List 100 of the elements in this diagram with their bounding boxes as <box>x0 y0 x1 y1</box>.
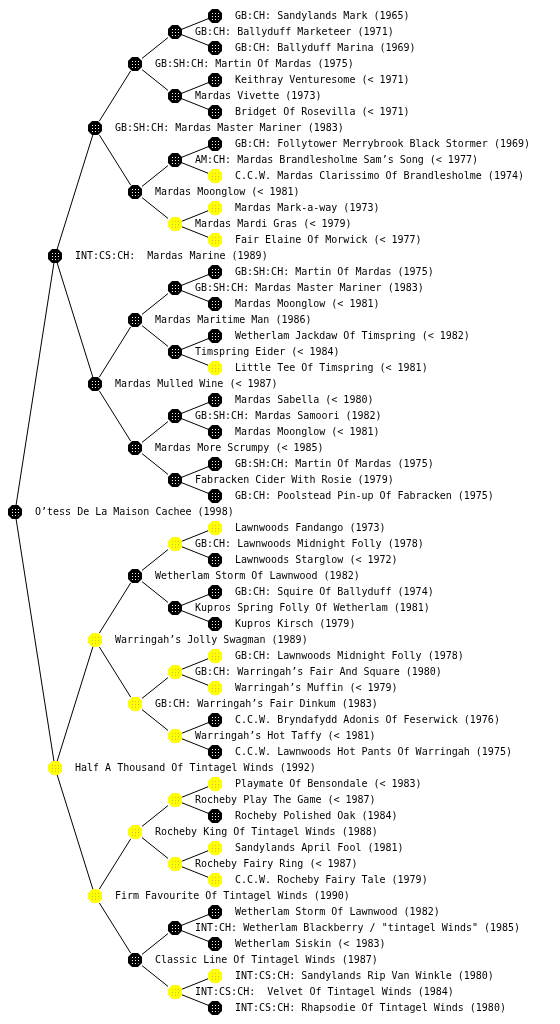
node-marker <box>168 217 182 231</box>
pedigree-name-text: Mardas Sabella (< 1980) <box>235 394 374 406</box>
node-marker <box>208 329 222 343</box>
connector-line <box>181 210 209 222</box>
pedigree-name-text: Rocheby Play The Game (< 1987) <box>195 794 376 806</box>
connector-line <box>181 34 209 46</box>
pedigree-name-text: GB:CH: Warringah’s Fair And Square (1980) <box>195 666 442 678</box>
connector-line <box>181 658 209 670</box>
node-marker <box>208 73 222 87</box>
connector-line <box>56 134 94 250</box>
pedigree-name-text: INT:CS:CH: Rhapsodie Of Tintagel Winds (1980) <box>235 1002 506 1014</box>
node-marker <box>128 953 142 967</box>
connector-line <box>98 70 132 122</box>
connector-line <box>181 866 209 878</box>
pedigree-name-text: INT:CS:CH: Sandylands Rip Van Winkle (1980) <box>235 970 494 982</box>
pedigree-name-text: Warringah’s Jolly Swagman (1989) <box>115 634 308 646</box>
node-marker <box>168 537 182 551</box>
connector-line <box>181 466 209 478</box>
pedigree-name-text: INT:CS:CH: Velvet Of Tintagel Winds (1984) <box>195 986 454 998</box>
node-marker <box>48 249 62 263</box>
node-marker <box>208 745 222 759</box>
pedigree-name-text: GB:SH:CH: Mardas Master Mariner (1983) <box>195 282 424 294</box>
pedigree-name-text: Mardas Maritime Man (1986) <box>155 314 312 326</box>
connector-line <box>181 290 209 302</box>
pedigree-name-text: Fabracken Cider With Rosie (1979) <box>195 474 394 486</box>
pedigree-name-text: GB:CH: Sandylands Mark (1965) <box>235 10 410 22</box>
node-marker <box>208 105 222 119</box>
connector-line <box>98 326 132 378</box>
node-marker <box>208 873 222 887</box>
pedigree-name-text: Timspring Eider (< 1984) <box>195 346 340 358</box>
node-marker <box>208 841 222 855</box>
connector-line <box>56 774 94 890</box>
node-marker <box>168 857 182 871</box>
node-marker <box>128 569 142 583</box>
node-marker <box>168 985 182 999</box>
node-marker <box>128 57 142 71</box>
connector-line <box>181 418 209 430</box>
pedigree-name-text: Rocheby Fairy Ring (< 1987) <box>195 858 358 870</box>
pedigree-name-text: Mardas Mulled Wine (< 1987) <box>115 378 278 390</box>
pedigree-name-text: Fair Elaine Of Morwick (< 1977) <box>235 234 422 246</box>
node-marker <box>88 633 102 647</box>
node-marker <box>208 521 222 535</box>
node-marker <box>208 585 222 599</box>
pedigree-name-text: Keithray Venturesome (< 1971) <box>235 74 410 86</box>
node-marker <box>208 617 222 631</box>
connector-line <box>181 674 209 686</box>
connector-line <box>141 421 169 443</box>
connector-line <box>98 134 132 186</box>
pedigree-name-text: Lawnwoods Starglow (< 1972) <box>235 554 398 566</box>
pedigree-name-text: AM:CH: Mardas Brandlesholme Sam’s Song (< 1977) <box>195 154 478 166</box>
connector-line <box>181 482 209 494</box>
pedigree-name-text: Rocheby King Of Tintagel Winds (1988) <box>155 826 378 838</box>
node-marker <box>208 265 222 279</box>
node-marker <box>168 345 182 359</box>
node-marker <box>208 489 222 503</box>
pedigree-name-text: Mardas Moonglow (< 1981) <box>155 186 300 198</box>
connector-line <box>141 805 169 827</box>
node-marker <box>8 505 22 519</box>
node-marker <box>168 409 182 423</box>
node-marker <box>208 137 222 151</box>
pedigree-name-text: C.C.W. Bryndafydd Adonis Of Feserwick (1976) <box>235 714 500 726</box>
connector-line <box>181 786 209 798</box>
pedigree-name-text: GB:SH:CH: Martin Of Mardas (1975) <box>235 458 434 470</box>
node-marker <box>168 665 182 679</box>
pedigree-name-text: Kupros Kirsch (1979) <box>235 618 356 630</box>
pedigree-name-text: GB:SH:CH: Mardas Master Mariner (1983) <box>115 122 344 134</box>
connector-line <box>181 402 209 414</box>
pedigree-name-text: Wetherlam Storm Of Lawnwood (1982) <box>155 570 360 582</box>
node-marker <box>88 889 102 903</box>
node-marker <box>208 681 222 695</box>
node-marker <box>88 121 102 135</box>
node-marker <box>208 937 222 951</box>
node-marker <box>168 153 182 167</box>
node-marker <box>128 825 142 839</box>
node-marker <box>208 393 222 407</box>
connector-line <box>181 546 209 558</box>
connector-line <box>141 965 169 987</box>
pedigree-name-text: GB:SH:CH: Mardas Samoori (1982) <box>195 410 382 422</box>
pedigree-name-text: Mardas Vivette (1973) <box>195 90 322 102</box>
pedigree-name-text: Classic Line Of Tintagel Winds (1987) <box>155 954 378 966</box>
node-marker <box>208 969 222 983</box>
connector-line <box>141 37 169 59</box>
node-marker <box>168 601 182 615</box>
pedigree-name-text: Sandylands April Fool (1981) <box>235 842 404 854</box>
pedigree-name-text: GB:CH: Poolstead Pin-up Of Fabracken (1975) <box>235 490 494 502</box>
node-marker <box>168 25 182 39</box>
pedigree-name-text: GB:CH: Lawnwoods Midnight Folly (1978) <box>235 650 464 662</box>
pedigree-name-text: GB:SH:CH: Martin Of Mardas (1975) <box>155 58 354 70</box>
node-marker <box>168 473 182 487</box>
node-marker <box>208 169 222 183</box>
pedigree-name-text: GB:CH: Ballyduff Marina (1969) <box>235 42 416 54</box>
connector-line <box>181 610 209 622</box>
node-marker <box>88 377 102 391</box>
node-marker <box>208 809 222 823</box>
connector-line <box>15 262 55 506</box>
connector-line <box>181 994 209 1006</box>
connector-line <box>181 802 209 814</box>
connector-line <box>181 162 209 174</box>
node-marker <box>168 729 182 743</box>
pedigree-name-text: GB:CH: Lawnwoods Midnight Folly (1978) <box>195 538 424 550</box>
